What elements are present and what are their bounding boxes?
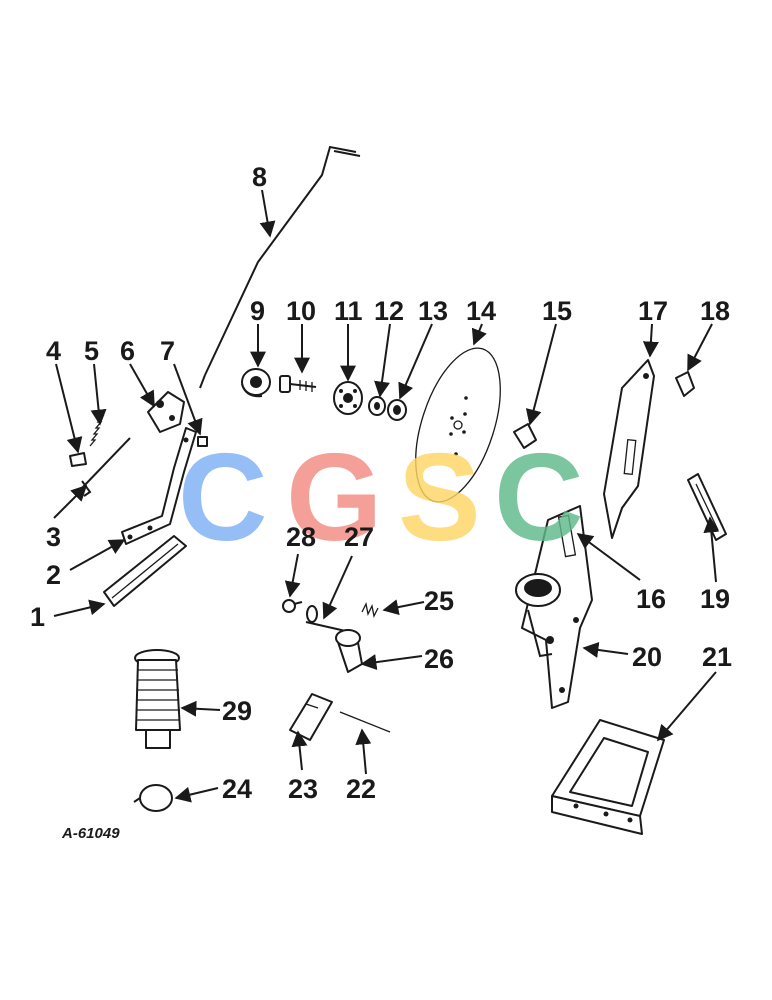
callout-15: 15 [542,296,572,326]
drawing-reference: A-61049 [61,825,120,842]
part-18-block [675,371,695,397]
callout-3: 3 [46,522,61,552]
part-21-frame [551,719,665,835]
part-7-nut [197,436,208,447]
callout-26: 26 [424,644,454,674]
part-22-wire [339,711,391,733]
part-25-spring [361,602,379,618]
part-17-plate [603,359,655,539]
watermark-letter-2: G [286,429,382,567]
callout-5: 5 [84,336,99,366]
callout-labels: 1 2 3 4 5 6 7 8 9 10 11 12 13 14 15 16 1… [30,162,732,804]
part-23-plate [289,693,333,741]
callout-8: 8 [252,162,267,192]
part-6-bracket [147,391,185,433]
part-24-plug [133,784,173,812]
callout-12: 12 [374,296,404,326]
callout-23: 23 [288,774,318,804]
part-9-hub [241,368,271,398]
callout-1: 1 [30,602,45,632]
part-11-flange [333,381,363,415]
watermark-logo: C G S C [178,429,584,567]
callout-25: 25 [424,586,454,616]
callout-14: 14 [466,296,496,326]
callout-18: 18 [700,296,730,326]
part-1-strap [103,535,187,607]
callout-21: 21 [702,642,732,672]
callout-22: 22 [346,774,376,804]
part-26-tube [335,629,363,673]
part-29-bellows [134,649,181,749]
part-3-bolt [81,437,131,497]
callout-16: 16 [636,584,666,614]
callout-4: 4 [46,336,61,366]
part-8-rod [199,145,361,389]
callout-11: 11 [334,296,363,326]
callout-6: 6 [120,336,135,366]
callout-9: 9 [250,296,265,326]
callout-20: 20 [632,642,662,672]
part-4-clip [69,452,87,467]
part-28-bolt [282,599,303,613]
watermark-letter-4: C [494,429,584,567]
callout-10: 10 [286,296,316,326]
part-14-disc [415,347,501,503]
callout-13: 13 [418,296,448,326]
callout-19: 19 [700,584,730,614]
callout-7: 7 [160,336,175,366]
callout-28: 28 [286,522,316,552]
part-12-bearing [368,396,386,416]
part-13-collar [387,399,407,421]
part-10-bolt [279,375,317,393]
callout-29: 29 [222,696,252,726]
callout-27: 27 [344,522,374,552]
part-19-link [687,473,727,541]
leader-lines [53,189,720,803]
watermark-letter-3: S [398,429,481,567]
callout-17: 17 [638,296,668,326]
part-5-spring [89,409,106,447]
callout-24: 24 [222,774,252,804]
watermark-letter-1: C [178,429,268,567]
callout-2: 2 [46,560,61,590]
part-15-cap [513,423,537,449]
